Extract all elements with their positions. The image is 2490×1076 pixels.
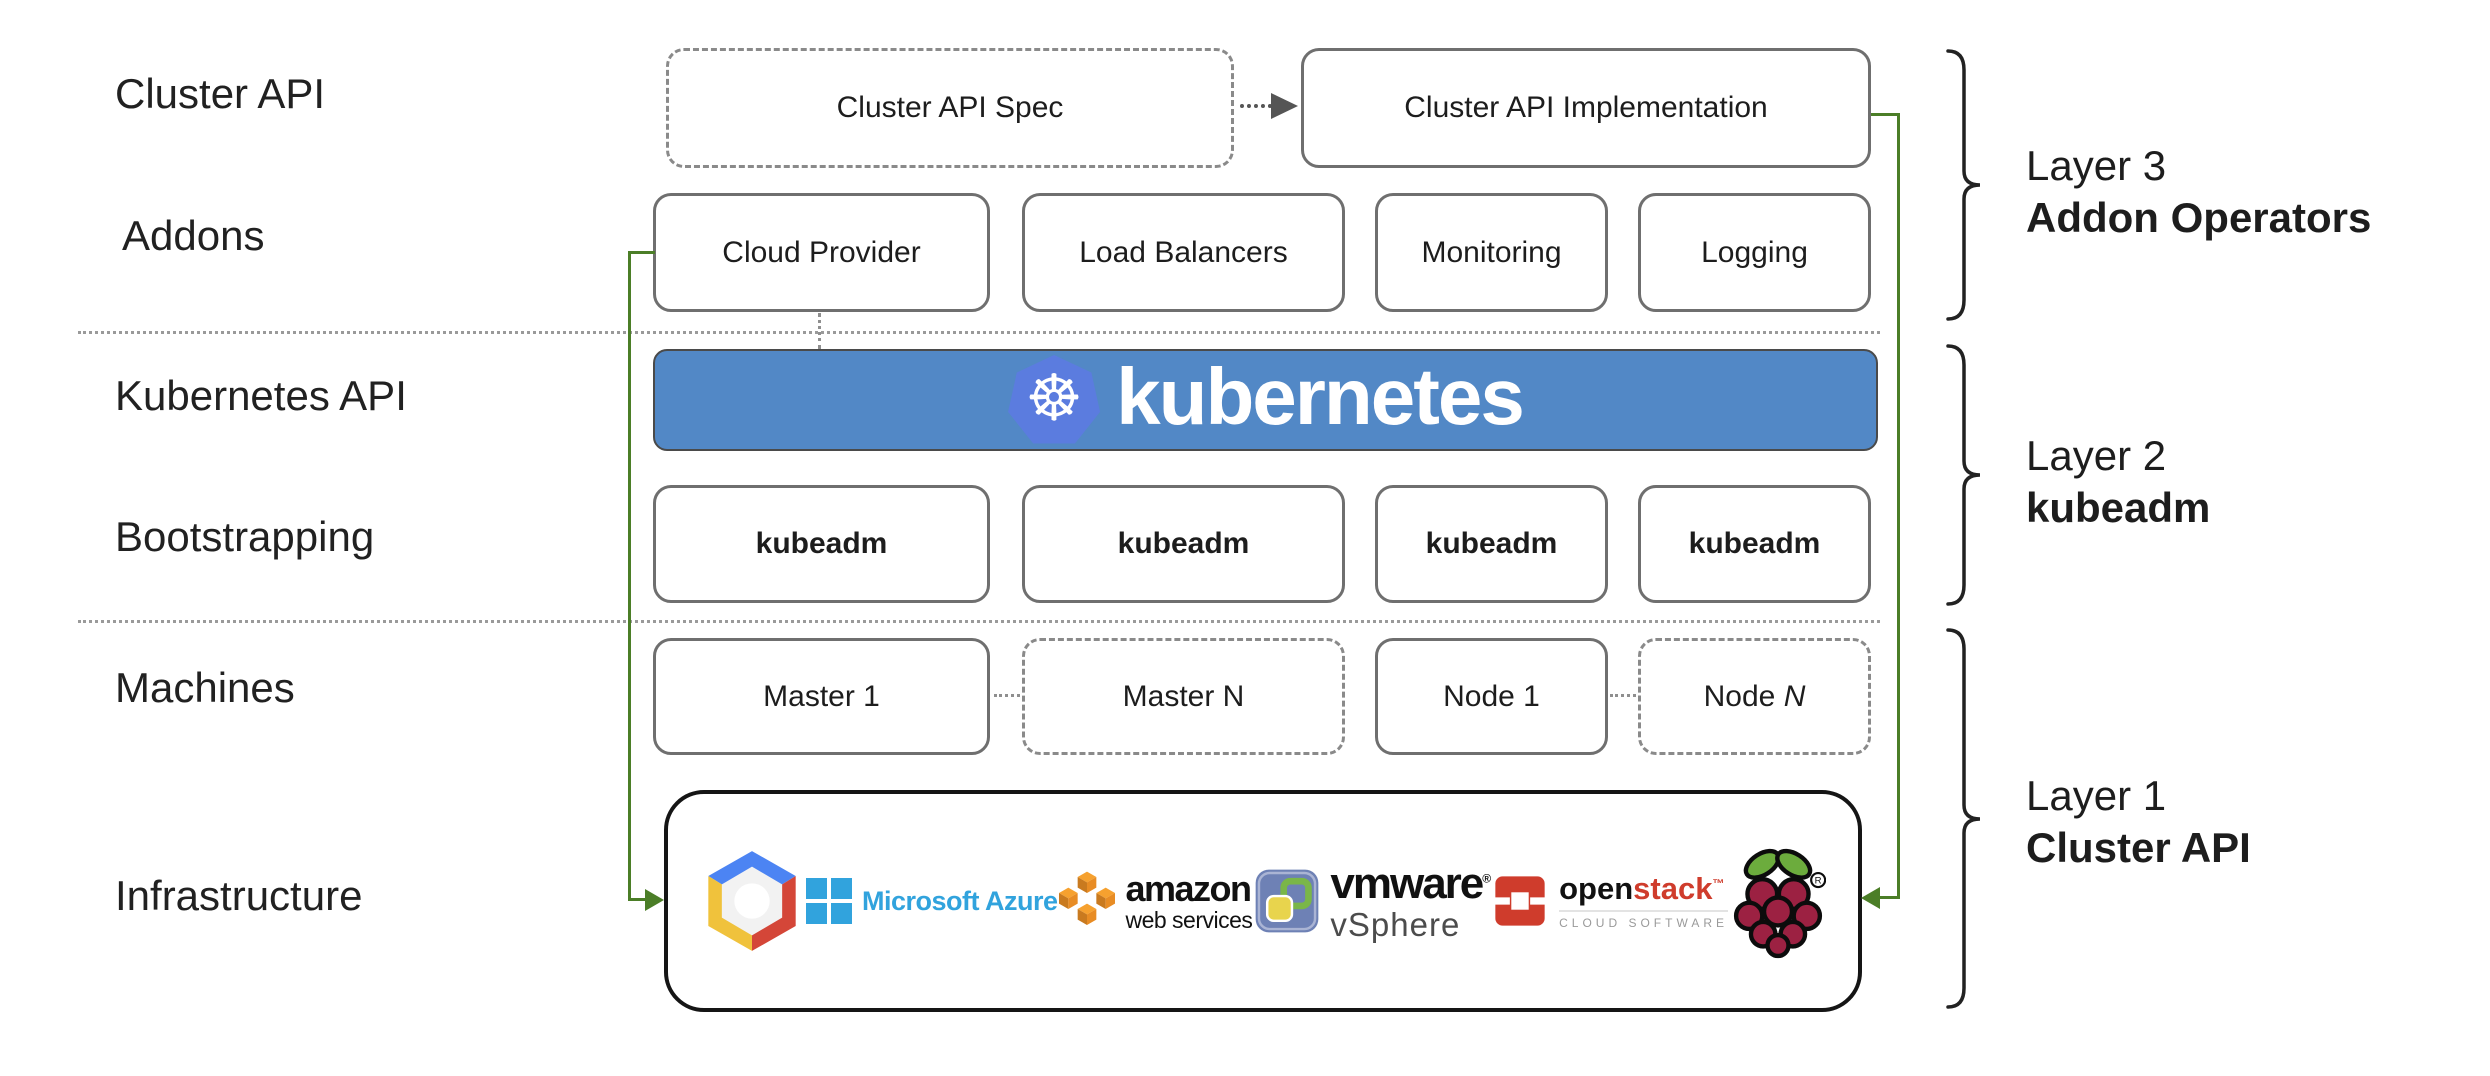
master-1-to-n-dotted-connector bbox=[994, 694, 1020, 697]
cloud-software-text: CLOUD SOFTWARE bbox=[1559, 910, 1729, 929]
stack-text: stack bbox=[1633, 871, 1713, 906]
layer-3-bracket bbox=[1946, 49, 1981, 321]
green-line-left-top bbox=[628, 251, 655, 254]
vmware-vsphere-logo: vmware® vSphere bbox=[1254, 858, 1491, 943]
cloud-provider-label: Cloud Provider bbox=[722, 235, 921, 269]
cluster-api-implementation-box: Cluster API Implementation bbox=[1301, 48, 1871, 168]
infrastructure-box: Microsoft Azure amazon web services bbox=[664, 790, 1862, 1012]
kubeadm-box-2: kubeadm bbox=[1022, 485, 1345, 603]
separator-bootstrapping-machines bbox=[78, 620, 1880, 623]
green-arrowhead-into-infra-left-icon bbox=[645, 889, 664, 911]
layer-2-title: Layer 2 bbox=[2026, 432, 2167, 479]
kubernetes-helm-icon: ☸ bbox=[1008, 355, 1101, 444]
cluster-api-spec-label: Cluster API Spec bbox=[836, 91, 1064, 124]
layer-1-title: Layer 1 bbox=[2026, 772, 2167, 819]
green-line-right-vertical bbox=[1897, 113, 1900, 899]
spec-to-impl-dotted-line bbox=[1240, 104, 1272, 108]
openstack-wordmark: openstack™ CLOUD SOFTWARE bbox=[1559, 871, 1729, 929]
openstack-icon bbox=[1491, 876, 1550, 926]
open-text: open bbox=[1559, 871, 1634, 906]
layer-2-bracket bbox=[1946, 344, 1981, 606]
row-label-cluster-api: Cluster API bbox=[115, 70, 326, 117]
cluster-api-implementation-label: Cluster API Implementation bbox=[1404, 91, 1768, 124]
separator-addons-kubernetes bbox=[78, 331, 1880, 334]
green-line-right-top bbox=[1871, 113, 1900, 116]
node-n-label: Node N bbox=[1703, 679, 1806, 713]
vmware-text: vmware bbox=[1330, 858, 1484, 908]
layer-1-label: Layer 1 Cluster API bbox=[2026, 770, 2251, 874]
row-label-machines: Machines bbox=[115, 664, 295, 711]
master-1-label: Master 1 bbox=[763, 679, 880, 713]
master-n-label: Master N bbox=[1122, 679, 1245, 713]
kubeadm-box-3: kubeadm bbox=[1375, 485, 1608, 603]
vmware-icon bbox=[1256, 869, 1319, 933]
addon-box-logging: Logging bbox=[1638, 193, 1871, 312]
kubernetes-wordmark: kubernetes bbox=[1116, 352, 1525, 441]
raspberry-registered-mark: R bbox=[1815, 876, 1822, 887]
vsphere-text: vSphere bbox=[1330, 905, 1461, 943]
azure-wordmark: Microsoft Azure bbox=[861, 885, 1058, 916]
load-balancers-label: Load Balancers bbox=[1079, 235, 1288, 269]
layer-3-label: Layer 3 Addon Operators bbox=[2026, 140, 2371, 244]
openstack-logo: openstack™ CLOUD SOFTWARE bbox=[1491, 871, 1729, 930]
kubeadm-label-1: kubeadm bbox=[755, 527, 888, 560]
vmware-wordmark: vmware® vSphere bbox=[1330, 858, 1491, 943]
aws-wordmark: amazon web services bbox=[1125, 871, 1252, 932]
layer-1-bracket bbox=[1946, 628, 1981, 1009]
addon-box-monitoring: Monitoring bbox=[1375, 193, 1608, 312]
aws-cubes-icon bbox=[1059, 871, 1116, 925]
cluster-api-spec-box: Cluster API Spec bbox=[666, 48, 1234, 168]
kubeadm-box-1: kubeadm bbox=[653, 485, 990, 603]
kubeadm-box-4: kubeadm bbox=[1638, 485, 1871, 603]
row-label-bootstrapping: Bootstrapping bbox=[115, 513, 375, 560]
addon-box-cloud-provider: Cloud Provider bbox=[653, 193, 990, 312]
green-line-left-bottom bbox=[628, 898, 647, 901]
kubeadm-label-3: kubeadm bbox=[1425, 527, 1558, 560]
amazon-text: amazon bbox=[1125, 868, 1252, 909]
cloud-provider-to-kubernetes-dotted-line bbox=[818, 313, 821, 349]
kubernetes-banner: ☸ kubernetes bbox=[653, 349, 1878, 451]
machine-box-master-1: Master 1 bbox=[653, 638, 990, 755]
microsoft-azure-logo: Microsoft Azure bbox=[805, 878, 1058, 924]
logging-label: Logging bbox=[1701, 235, 1808, 269]
layer-3-title: Layer 3 bbox=[2026, 142, 2167, 189]
spec-to-impl-arrowhead-icon bbox=[1271, 93, 1298, 119]
green-line-left-vertical bbox=[628, 251, 631, 901]
raspberry-pi-icon: R bbox=[1733, 848, 1826, 959]
layer-2-subtitle: kubeadm bbox=[2026, 484, 2211, 531]
helm-wheel-glyph: ☸ bbox=[1025, 362, 1083, 434]
monitoring-label: Monitoring bbox=[1421, 235, 1562, 269]
aws-logo: amazon web services bbox=[1059, 870, 1253, 932]
machine-box-node-1: Node 1 bbox=[1375, 638, 1608, 755]
green-arrowhead-into-infra-right-icon bbox=[1861, 887, 1880, 909]
green-line-right-bottom bbox=[1880, 896, 1900, 899]
kubeadm-label-2: kubeadm bbox=[1117, 527, 1250, 560]
google-cloud-icon bbox=[708, 851, 796, 951]
microsoft-window-icon bbox=[805, 878, 852, 924]
row-label-infrastructure: Infrastructure bbox=[115, 872, 363, 919]
machine-box-node-n: Node N bbox=[1638, 638, 1871, 755]
node-1-label: Node 1 bbox=[1443, 679, 1540, 713]
row-label-addons: Addons bbox=[122, 212, 265, 259]
kubeadm-label-4: kubeadm bbox=[1688, 527, 1821, 560]
row-label-kubernetes-api: Kubernetes API bbox=[115, 372, 407, 419]
machine-box-master-n: Master N bbox=[1022, 638, 1345, 755]
vmware-registered-mark: ® bbox=[1482, 870, 1491, 885]
layer-1-subtitle: Cluster API bbox=[2026, 824, 2251, 871]
layer-3-subtitle: Addon Operators bbox=[2026, 194, 2372, 241]
addon-box-load-balancers: Load Balancers bbox=[1022, 193, 1345, 312]
node-1-to-n-dotted-connector bbox=[1610, 694, 1636, 697]
web-services-text: web services bbox=[1125, 907, 1253, 933]
layer-2-label: Layer 2 kubeadm bbox=[2026, 430, 2210, 534]
openstack-trademark: ™ bbox=[1712, 876, 1725, 891]
